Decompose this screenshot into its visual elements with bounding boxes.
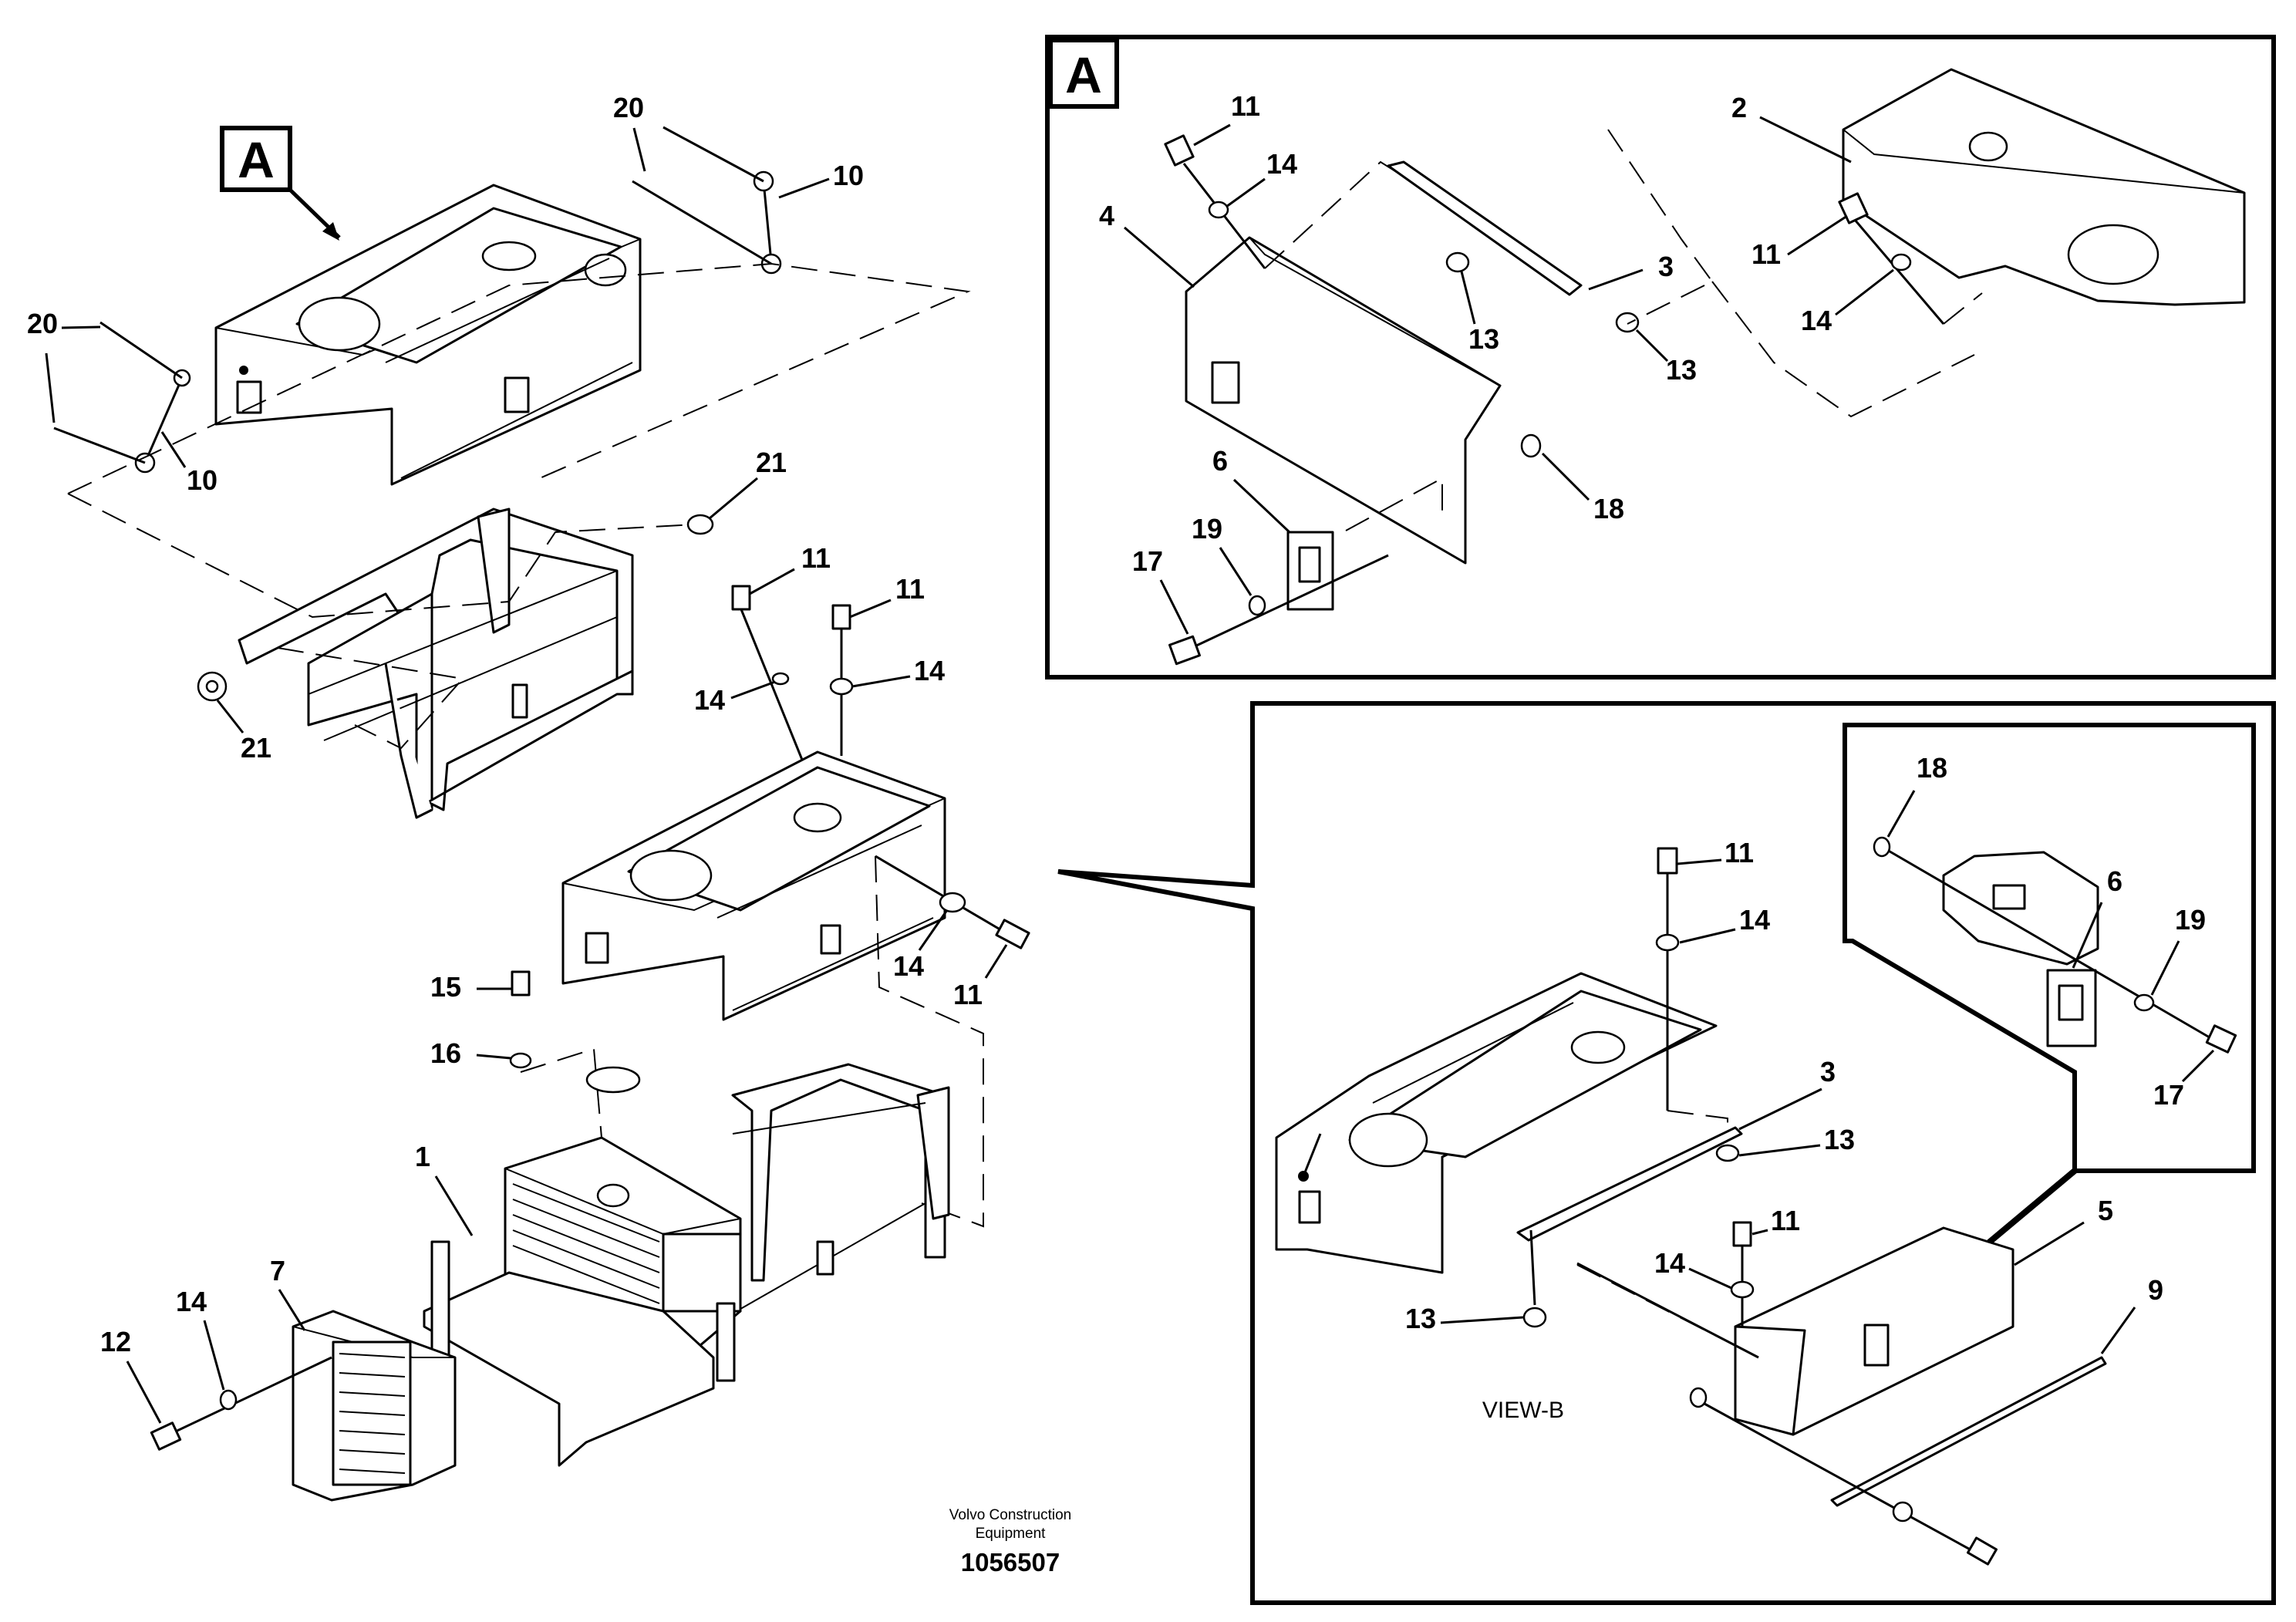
svg-text:21: 21 xyxy=(756,447,787,478)
view-b-latch-detail xyxy=(1873,836,2237,1054)
svg-text:9: 9 xyxy=(2148,1274,2163,1306)
svg-text:18: 18 xyxy=(1917,752,1947,784)
detail-a-hinge-3 xyxy=(1387,129,1975,418)
grille-panel xyxy=(292,1310,457,1502)
center-bolts xyxy=(731,585,854,760)
hood-dash-1 xyxy=(67,262,971,494)
svg-text:11: 11 xyxy=(895,573,925,605)
detail-a-bolts xyxy=(1164,134,1983,325)
svg-text:12: 12 xyxy=(100,1326,131,1357)
svg-text:11: 11 xyxy=(1725,837,1754,868)
upper-frame xyxy=(238,508,634,819)
svg-text:5: 5 xyxy=(2098,1195,2113,1226)
gas-strut-right xyxy=(753,170,782,275)
view-b-bolts-bottom xyxy=(1689,1387,1998,1566)
callout-a-tag xyxy=(220,126,292,192)
footer-title-block: Volvo Construction Equipment 1056507 xyxy=(910,1506,1111,1577)
lower-box xyxy=(423,1136,742,1467)
gas-strut-left xyxy=(134,369,191,474)
detail-a-panel-4 xyxy=(1185,160,1502,565)
detail-a-frame xyxy=(1045,35,2276,679)
svg-text:19: 19 xyxy=(1192,513,1222,545)
washers-21 xyxy=(197,514,714,702)
svg-text:11: 11 xyxy=(953,979,983,1010)
svg-text:17: 17 xyxy=(2153,1079,2184,1111)
svg-text:14: 14 xyxy=(893,950,924,982)
footer-drawing-number: 1056507 xyxy=(960,1548,1060,1576)
view-b-strip-9 xyxy=(1830,1356,2107,1507)
svg-text:14: 14 xyxy=(1654,1247,1685,1279)
detail-a-hood-2 xyxy=(1842,68,2246,306)
view-b-hinge-3 xyxy=(1516,1126,1743,1328)
svg-text:13: 13 xyxy=(1405,1303,1436,1334)
svg-text:13: 13 xyxy=(1468,323,1499,355)
view-b-panel-5 xyxy=(1576,1226,2014,1436)
svg-text:14: 14 xyxy=(914,655,945,686)
svg-text:20: 20 xyxy=(27,308,58,339)
svg-text:13: 13 xyxy=(1824,1124,1855,1155)
svg-text:3: 3 xyxy=(1658,251,1674,282)
svg-text:19: 19 xyxy=(2175,904,2206,936)
view-b-frame xyxy=(1057,701,2276,1605)
svg-text:10: 10 xyxy=(833,160,864,191)
svg-text:11: 11 xyxy=(1231,90,1260,122)
svg-text:15: 15 xyxy=(430,971,461,1003)
svg-text:11: 11 xyxy=(1752,238,1781,270)
grille-bolt-12 xyxy=(150,1356,332,1451)
detail-a-labels: 11 14 4 13 3 13 2 11 14 6 18 17 19 xyxy=(1099,90,1894,635)
view-b-hood xyxy=(1275,972,1718,1274)
main-labels: 20 10 20 10 21 21 11 11 14 14 14 11 15 1… xyxy=(27,92,1008,1424)
svg-text:10: 10 xyxy=(187,464,217,496)
mid-dash-1 xyxy=(875,855,984,1228)
svg-text:4: 4 xyxy=(1099,200,1114,231)
frame-dash-1 xyxy=(67,493,695,619)
frame-dash-2 xyxy=(277,647,464,750)
side-bolt xyxy=(875,855,1030,949)
svg-text:18: 18 xyxy=(1593,493,1624,524)
svg-text:13: 13 xyxy=(1666,354,1697,386)
svg-text:6: 6 xyxy=(1212,445,1228,477)
detail-a-letter: A xyxy=(1065,46,1102,103)
footer-company: Volvo Construction Equipment xyxy=(949,1507,1072,1542)
svg-text:7: 7 xyxy=(270,1255,285,1286)
svg-text:17: 17 xyxy=(1132,545,1163,577)
middle-hood xyxy=(561,750,946,1021)
svg-text:14: 14 xyxy=(694,684,725,716)
svg-text:6: 6 xyxy=(2107,865,2122,897)
view-b-labels: 11 14 3 13 11 14 13 5 9 18 6 19 17 VIEW-… xyxy=(1405,752,2215,1423)
svg-text:20: 20 xyxy=(613,92,644,123)
view-b-label: VIEW-B xyxy=(1482,1398,1564,1423)
svg-text:11: 11 xyxy=(1771,1205,1800,1236)
lower-frame xyxy=(731,1063,950,1312)
view-b-inner-frame xyxy=(1843,723,2256,1173)
pins xyxy=(53,126,772,464)
view-b-bolts-top xyxy=(1655,847,1740,1162)
svg-text:14: 14 xyxy=(1801,305,1832,336)
detail-a-latch-6 xyxy=(1168,433,1542,666)
svg-text:11: 11 xyxy=(801,542,831,574)
svg-text:1: 1 xyxy=(415,1141,430,1172)
svg-text:14: 14 xyxy=(1266,148,1297,180)
svg-text:14: 14 xyxy=(1739,904,1770,936)
svg-text:21: 21 xyxy=(241,732,271,764)
top-bolt-15 xyxy=(476,970,641,1138)
callout-a-letter: A xyxy=(238,131,275,188)
upper-hood xyxy=(214,184,642,486)
detail-a-tag xyxy=(1048,38,1119,109)
svg-text:16: 16 xyxy=(430,1037,461,1069)
svg-text:14: 14 xyxy=(176,1286,207,1317)
svg-text:3: 3 xyxy=(1820,1056,1836,1088)
svg-text:2: 2 xyxy=(1731,92,1747,123)
view-b-bolts-mid xyxy=(1730,1221,1755,1327)
